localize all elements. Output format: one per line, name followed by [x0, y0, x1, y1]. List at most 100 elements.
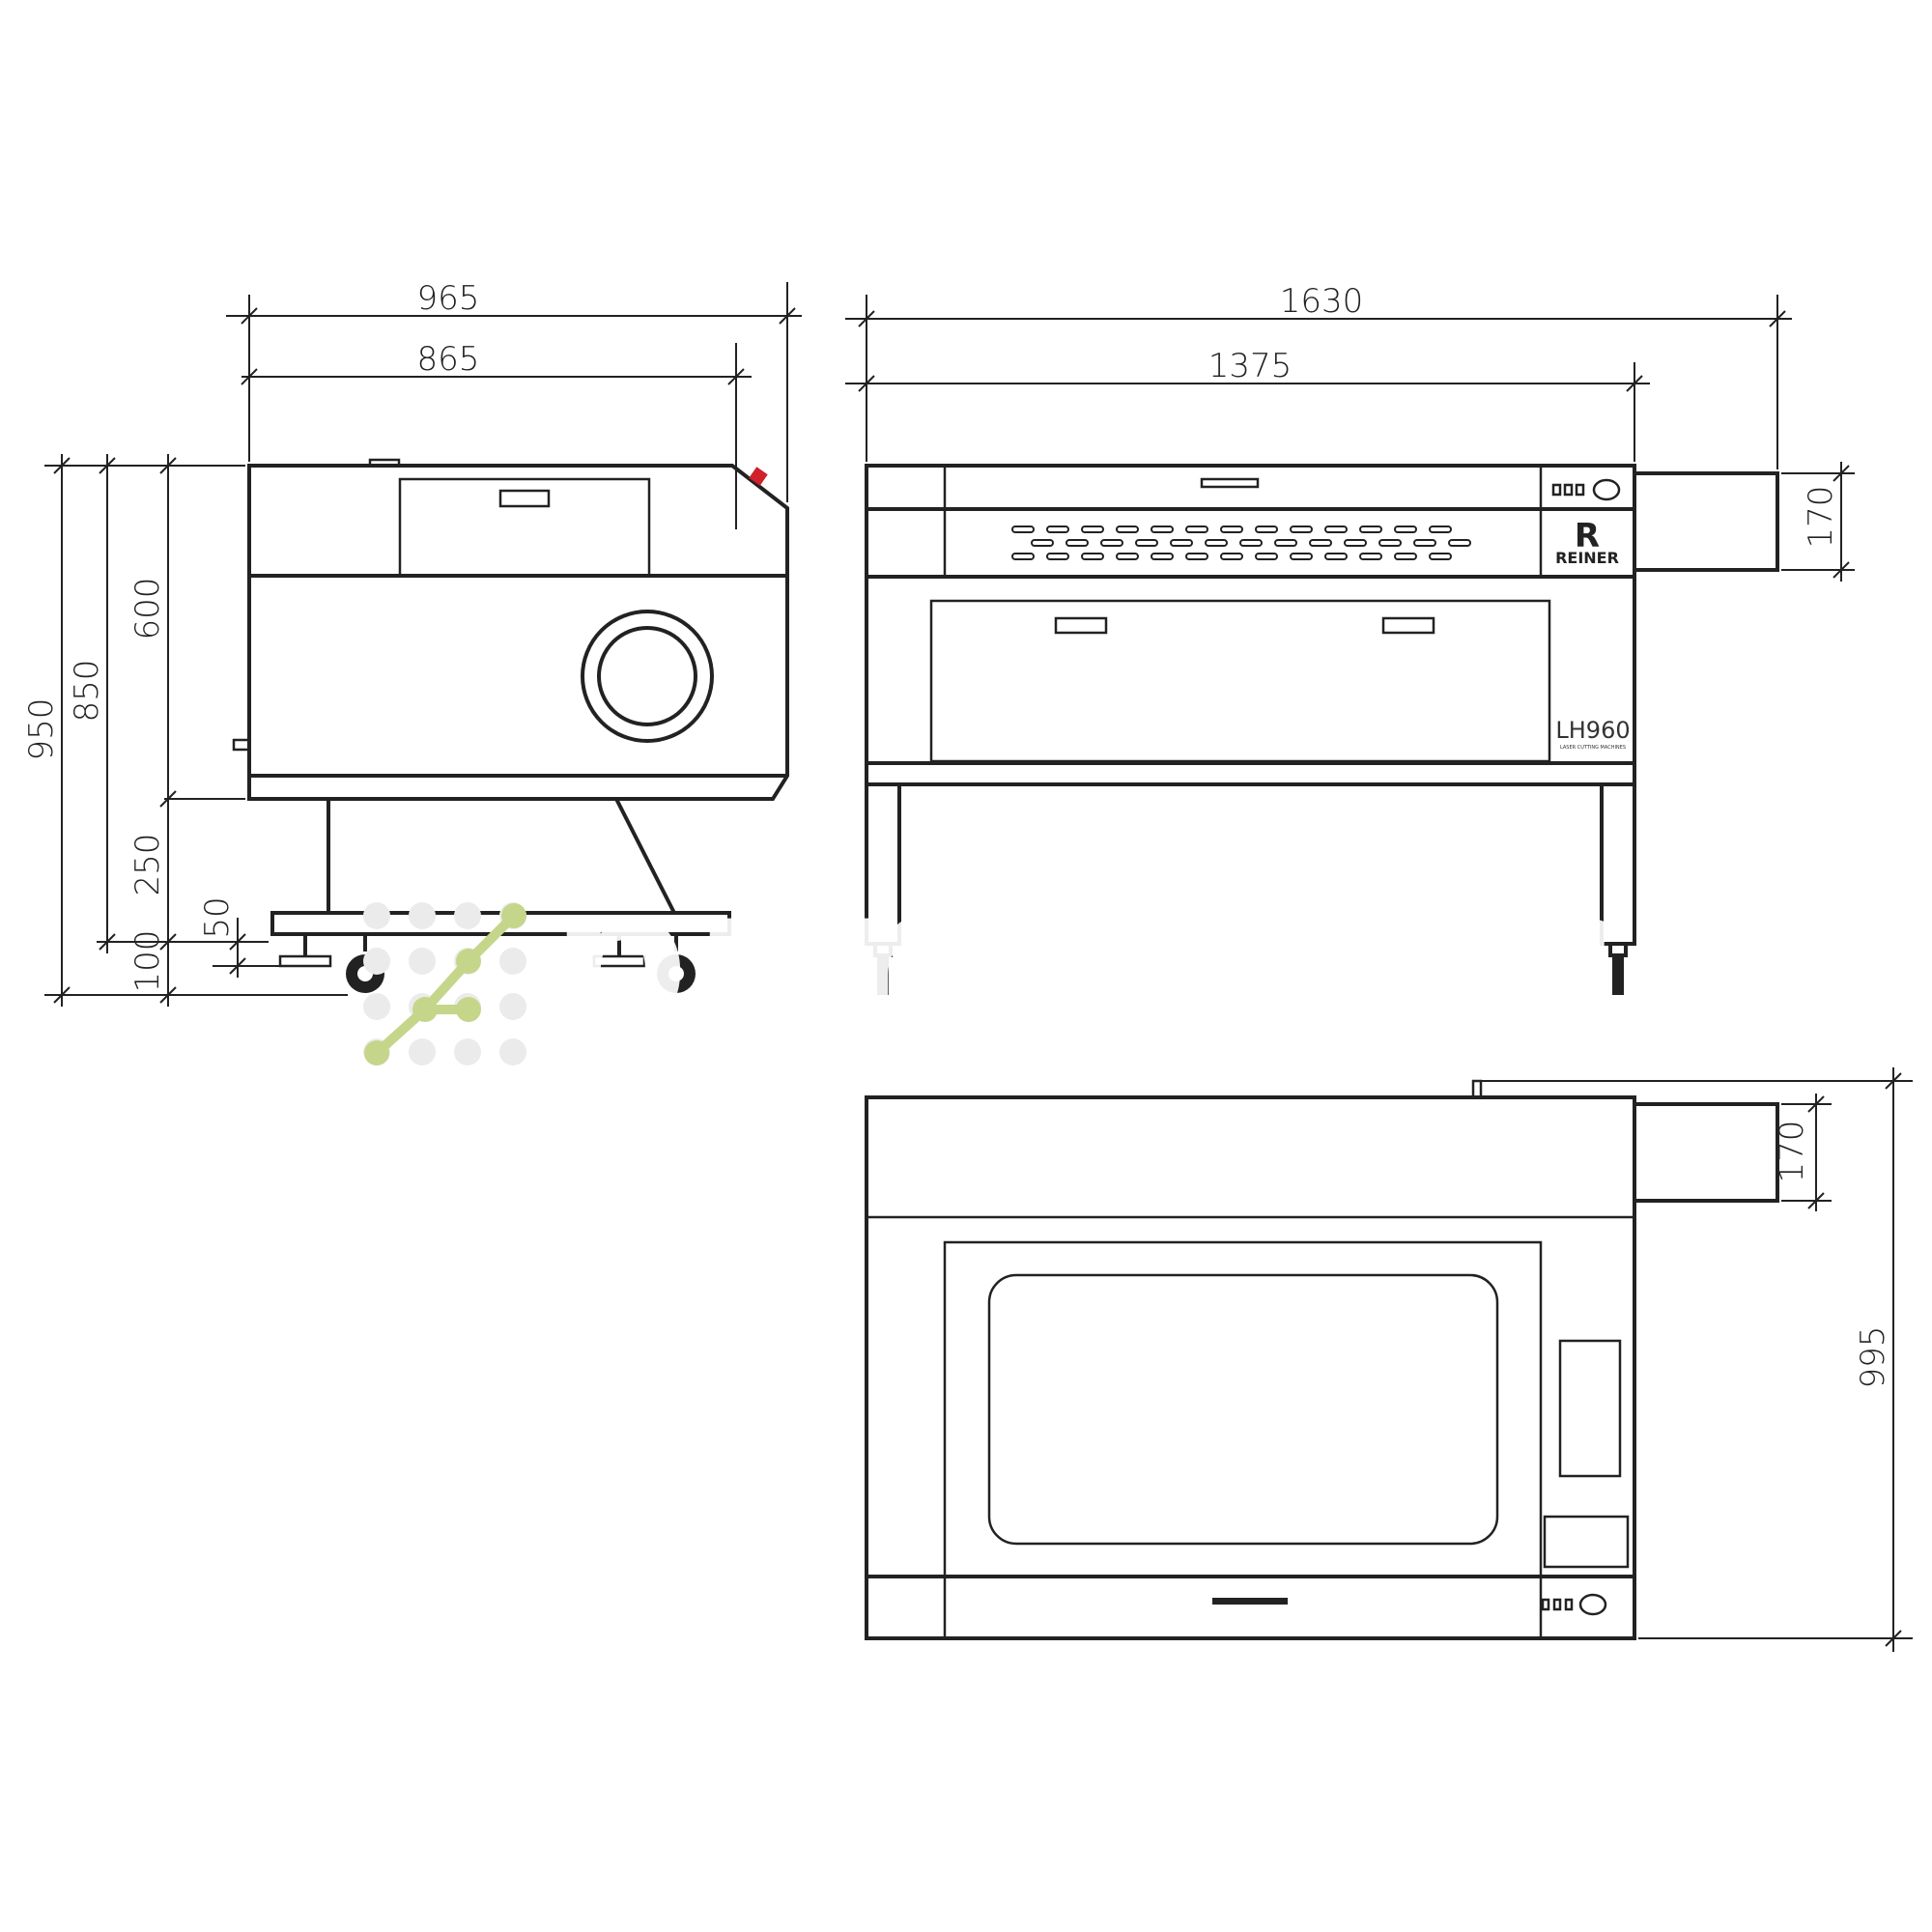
top-key-switch — [1578, 1593, 1607, 1616]
front-top-handle — [1200, 477, 1260, 489]
top-body-outline — [865, 1095, 1636, 1640]
watermark-network-icon — [372, 911, 519, 1058]
dim-label-865: 865 — [417, 340, 480, 379]
watermark-dot — [409, 1038, 436, 1065]
front-stand-top — [865, 761, 1636, 786]
dim-label-top-170: 170 — [1773, 1121, 1811, 1183]
top-button-3 — [1564, 1598, 1574, 1611]
front-foot-left — [877, 956, 889, 995]
dim-label-250: 250 — [128, 834, 167, 896]
top-exhaust-pipe — [1633, 1102, 1779, 1203]
vent-slot — [1135, 539, 1158, 547]
front-upper-body — [865, 464, 1636, 579]
vent-slot — [1429, 553, 1452, 560]
vent-slot — [1185, 526, 1208, 533]
side-caster-right-hub — [668, 966, 684, 981]
watermark-dot — [409, 948, 436, 975]
dim-label-1630: 1630 — [1280, 282, 1364, 321]
vent-slot — [1205, 539, 1228, 547]
vent-slot — [1324, 526, 1348, 533]
top-control-display — [1558, 1339, 1622, 1478]
dim-label-600: 600 — [128, 578, 167, 640]
vent-slot — [1220, 553, 1243, 560]
front-button-3 — [1575, 483, 1585, 497]
top-front-strip — [865, 1575, 1636, 1640]
vent-slot — [1151, 526, 1174, 533]
side-view — [232, 458, 789, 993]
vent-slot — [1046, 526, 1069, 533]
front-lower-body — [865, 575, 1636, 765]
dim-label-950: 950 — [22, 698, 61, 761]
vent-slot — [1359, 553, 1382, 560]
front-foot-right-base — [1608, 942, 1628, 957]
side-body-outline — [247, 464, 789, 801]
watermark-dot — [409, 902, 436, 929]
watermark-dot — [363, 948, 390, 975]
dim-label-995: 995 — [1854, 1326, 1892, 1389]
dim-label-50: 50 — [198, 896, 237, 938]
vent-slot — [1220, 526, 1243, 533]
front-door-panel — [929, 599, 1551, 763]
vent-slot — [1359, 526, 1382, 533]
watermark-dot — [454, 1038, 481, 1065]
side-lid-handle — [498, 489, 551, 508]
vent-slot — [1394, 526, 1417, 533]
vent-slot — [1081, 526, 1104, 533]
vent-slot — [1011, 553, 1035, 560]
vent-slot — [1170, 539, 1193, 547]
vent-slot — [1378, 539, 1402, 547]
front-vent-slots — [1011, 526, 1471, 560]
vent-slot — [1100, 539, 1123, 547]
top-viewing-window — [987, 1273, 1499, 1546]
top-front-handle — [1212, 1598, 1288, 1605]
vent-slot — [1394, 553, 1417, 560]
vent-slot — [1255, 553, 1278, 560]
vent-slot — [1290, 553, 1313, 560]
vent-slot — [1065, 539, 1089, 547]
watermark-dot — [363, 993, 390, 1020]
front-door-handle-left — [1054, 616, 1108, 635]
vent-slot — [1151, 553, 1174, 560]
side-exhaust-port-inner — [597, 626, 697, 726]
watermark-dot — [499, 993, 526, 1020]
vent-slot — [1344, 539, 1367, 547]
side-foot-left — [278, 954, 332, 968]
vent-slot — [1429, 526, 1452, 533]
dim-label-1375: 1375 — [1208, 347, 1293, 385]
front-button-2 — [1563, 483, 1574, 497]
dimension-labels: 965 865 1630 1375 950 850 600 250 50 100… — [22, 279, 1892, 1388]
top-button-1 — [1541, 1598, 1550, 1611]
vent-slot — [1413, 539, 1436, 547]
brand-logo-letter: R — [1575, 517, 1600, 555]
watermark-dot — [499, 948, 526, 975]
watermark-dot — [454, 902, 481, 929]
vent-slot — [1116, 553, 1139, 560]
front-view: R REINER LH960 LASER CUTTING MACHINES — [865, 464, 1779, 995]
model-label: LH960 — [1555, 717, 1630, 744]
top-control-panel — [1543, 1515, 1630, 1569]
vent-slot — [1324, 553, 1348, 560]
dim-label-100: 100 — [128, 930, 167, 993]
model-subtitle: LASER CUTTING MACHINES — [1560, 745, 1626, 751]
dim-label-965: 965 — [417, 279, 480, 318]
watermark: purelogic research & development — [363, 845, 1617, 1071]
vent-slot — [1290, 526, 1313, 533]
dimension-lines — [44, 282, 1913, 1652]
front-key-switch — [1592, 478, 1621, 501]
front-foot-left-base — [873, 942, 893, 957]
vent-slot — [1239, 539, 1263, 547]
dim-label-850: 850 — [68, 660, 106, 723]
vent-slot — [1011, 526, 1035, 533]
vent-slot — [1309, 539, 1332, 547]
side-lid-window — [398, 477, 651, 578]
vent-slot — [1255, 526, 1278, 533]
vent-slot — [1274, 539, 1297, 547]
side-port-stub — [232, 738, 251, 752]
dim-label-front-170: 170 — [1802, 486, 1840, 549]
vent-slot — [1448, 539, 1471, 547]
side-top-knob — [368, 458, 401, 468]
side-exhaust-port-outer — [581, 610, 714, 743]
watermark-tagline: research & development — [609, 1022, 1299, 1071]
vent-slot — [1185, 553, 1208, 560]
